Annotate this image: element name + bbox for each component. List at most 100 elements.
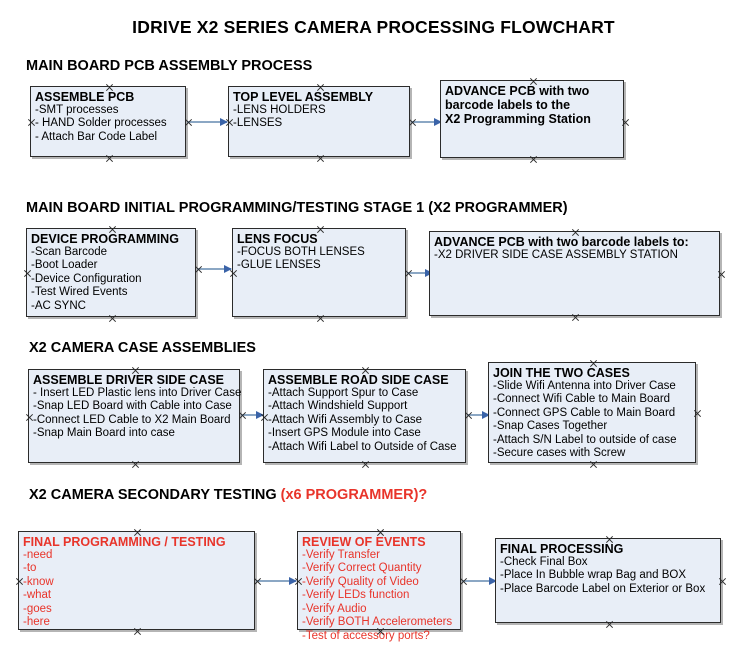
- node-title: JOIN THE TWO CASES: [493, 366, 630, 380]
- node-advance-pcb-to-programming-station[interactable]: ADVANCE PCB with two barcode labels to t…: [440, 80, 624, 158]
- connector-final-programming-to-review-of-events[interactable]: [256, 577, 297, 585]
- node-line: -Verify Correct Quantity: [302, 562, 422, 575]
- node-line: -Verify Transfer: [302, 549, 380, 561]
- resize-handle-bottom[interactable]: [316, 314, 325, 323]
- node-line: -AC SYNC: [31, 299, 86, 312]
- node-final-processing[interactable]: FINAL PROCESSING -Check Final Box -Place…: [495, 538, 721, 623]
- node-line: X2 Programming Station: [445, 112, 591, 126]
- resize-handle-bottom[interactable]: [589, 460, 598, 469]
- node-join-the-two-cases[interactable]: JOIN THE TWO CASES -Slide Wifi Antenna i…: [488, 362, 696, 463]
- node-assemble-driver-side-case[interactable]: ASSEMBLE DRIVER SIDE CASE - Insert LED P…: [28, 369, 242, 463]
- node-line: -Insert GPS Module into Case: [268, 427, 421, 440]
- section-heading-3: X2 CAMERA CASE ASSEMBLIES: [29, 340, 256, 356]
- arrow-head-icon: [220, 118, 228, 126]
- node-line: -Attach Wifi Assembly to Case: [268, 413, 423, 426]
- section-heading-3-text: X2 CAMERA CASE ASSEMBLIES: [29, 340, 256, 356]
- node-line: -FOCUS BOTH LENSES: [237, 246, 365, 258]
- node-line: -Connect GPS Cable to Main Board: [493, 406, 676, 419]
- node-line: -Place Barcode Label on Exterior or Box: [500, 582, 706, 595]
- node-line: -Connect LED Cable to X2 Main Board: [33, 413, 231, 426]
- connector-review-of-events-to-final-processing[interactable]: [462, 577, 497, 585]
- node-title: REVIEW OF EVENTS: [302, 535, 426, 549]
- node-line: - Insert LED Plastic lens into Driver Ca…: [33, 387, 242, 399]
- node-line: -to: [23, 562, 37, 575]
- resize-handle-bottom[interactable]: [105, 154, 114, 163]
- node-review-of-events[interactable]: REVIEW OF EVENTS -Verify Transfer -Verif…: [297, 531, 461, 642]
- node-title: TOP LEVEL ASSEMBLY: [233, 90, 374, 104]
- node-line: -LENSES: [233, 117, 283, 130]
- node-title: ASSEMBLE DRIVER SIDE CASE: [33, 373, 225, 387]
- node-line: -Slide Wifi Antenna into Driver Case: [493, 380, 676, 392]
- node-line: - Attach Bar Code Label: [35, 130, 158, 143]
- resize-handle-bottom[interactable]: [316, 154, 325, 163]
- node-line: -Test Wired Events: [31, 286, 128, 299]
- node-device-programming[interactable]: DEVICE PROGRAMMING -Scan Barcode -Boot L…: [26, 228, 196, 317]
- node-line: -Check Final Box: [500, 556, 588, 568]
- resize-handle-bottom[interactable]: [529, 155, 538, 164]
- node-line: -LENS HOLDERS: [233, 104, 326, 116]
- node-line: -Verify LEDs function: [302, 589, 410, 602]
- section-heading-2: MAIN BOARD INITIAL PROGRAMMING/TESTING S…: [26, 200, 568, 216]
- arrow-head-icon: [256, 411, 264, 419]
- resize-handle-bottom[interactable]: [361, 460, 370, 469]
- connector-top-level-to-advance-pcb[interactable]: [411, 118, 442, 126]
- node-title: ASSEMBLE ROAD SIDE CASE: [268, 373, 449, 387]
- node-line: -Scan Barcode: [31, 246, 108, 258]
- node-line: -GLUE LENSES: [237, 259, 321, 272]
- node-overflow-line: -Test of accessory ports?: [302, 630, 430, 642]
- node-title: ASSEMBLE PCB: [35, 90, 135, 104]
- arrow-head-icon: [289, 577, 297, 585]
- connector-device-programming-to-lens-focus[interactable]: [197, 265, 232, 273]
- resize-handle-bottom[interactable]: [605, 620, 614, 629]
- node-title: ADVANCE PCB with two barcode labels to:: [434, 235, 689, 249]
- node-line: - HAND Solder processes: [35, 117, 167, 130]
- node-line: -Snap LED Board with Cable into Case: [33, 400, 232, 413]
- node-lens-focus[interactable]: LENS FOCUS -FOCUS BOTH LENSES -GLUE LENS…: [232, 228, 406, 317]
- section-heading-2-text: MAIN BOARD INITIAL PROGRAMMING/TESTING S…: [26, 200, 568, 216]
- node-line: -goes: [23, 602, 52, 615]
- resize-handle-right[interactable]: [693, 409, 702, 418]
- node-final-programming-testing[interactable]: FINAL PROGRAMMING / TESTING -need -to -k…: [18, 531, 255, 630]
- node-line: -need: [23, 549, 53, 561]
- section-heading-1: MAIN BOARD PCB ASSEMBLY PROCESS: [26, 58, 312, 74]
- node-line: -what: [23, 589, 52, 602]
- node-line: -Place In Bubble wrap Bag and BOX: [500, 569, 687, 582]
- node-line: -Snap Cases Together: [493, 420, 608, 433]
- node-line: -Attach Wifi Label to Outside of Case: [268, 440, 457, 453]
- section-heading-4: X2 CAMERA SECONDARY TESTING (x6 PROGRAMM…: [29, 487, 427, 503]
- node-line: -Attach Support Spur to Case: [268, 387, 419, 399]
- resize-handle-right[interactable]: [718, 577, 727, 586]
- node-line: -Verify BOTH Accelerometers: [302, 616, 453, 629]
- node-line: -Secure cases with Screw: [493, 447, 626, 460]
- section-heading-1-text: MAIN BOARD PCB ASSEMBLY PROCESS: [26, 58, 313, 74]
- section-heading-4-text: X2 CAMERA SECONDARY TESTING: [29, 487, 281, 503]
- resize-handle-bottom[interactable]: [571, 313, 580, 322]
- resize-handle-right[interactable]: [621, 118, 630, 127]
- node-line: -Attach S/N Label to outside of case: [493, 433, 677, 446]
- node-top-level-assembly[interactable]: TOP LEVEL ASSEMBLY -LENS HOLDERS -LENSES: [228, 86, 410, 157]
- node-line: -X2 DRIVER SIDE CASE ASSEMBLY STATION: [434, 249, 678, 261]
- arrow-head-icon: [482, 411, 490, 419]
- resize-handle-bottom[interactable]: [108, 314, 117, 323]
- node-line: -Boot Loader: [31, 259, 98, 272]
- page-title: IDRIVE X2 SERIES CAMERA PROCESSING FLOWC…: [132, 17, 615, 37]
- node-line: -Snap Main Board into case: [33, 427, 175, 440]
- connector-road-case-to-join-cases[interactable]: [467, 411, 490, 419]
- node-assemble-pcb[interactable]: ASSEMBLE PCB -SMT processes - HAND Solde…: [30, 86, 186, 157]
- resize-handle-bottom[interactable]: [131, 460, 140, 469]
- connector-assemble-pcb-to-top-level[interactable]: [187, 118, 228, 126]
- resize-handle-right[interactable]: [717, 270, 726, 279]
- node-title: LENS FOCUS: [237, 232, 318, 246]
- arrow-head-icon: [489, 577, 497, 585]
- node-line: -Attach Windshield Support: [268, 400, 408, 413]
- arrow-head-icon: [224, 265, 232, 273]
- node-title: DEVICE PROGRAMMING: [31, 232, 179, 246]
- node-line: -Verify Audio: [302, 602, 367, 615]
- node-advance-pcb-to-driver-side-case[interactable]: ADVANCE PCB with two barcode labels to: …: [429, 231, 720, 316]
- node-assemble-road-side-case[interactable]: ASSEMBLE ROAD SIDE CASE -Attach Support …: [263, 369, 466, 463]
- node-line: -SMT processes: [35, 104, 119, 116]
- node-line: -here: [23, 616, 50, 629]
- arrow-head-icon: [434, 118, 442, 126]
- connector-driver-case-to-road-case[interactable]: [241, 411, 264, 419]
